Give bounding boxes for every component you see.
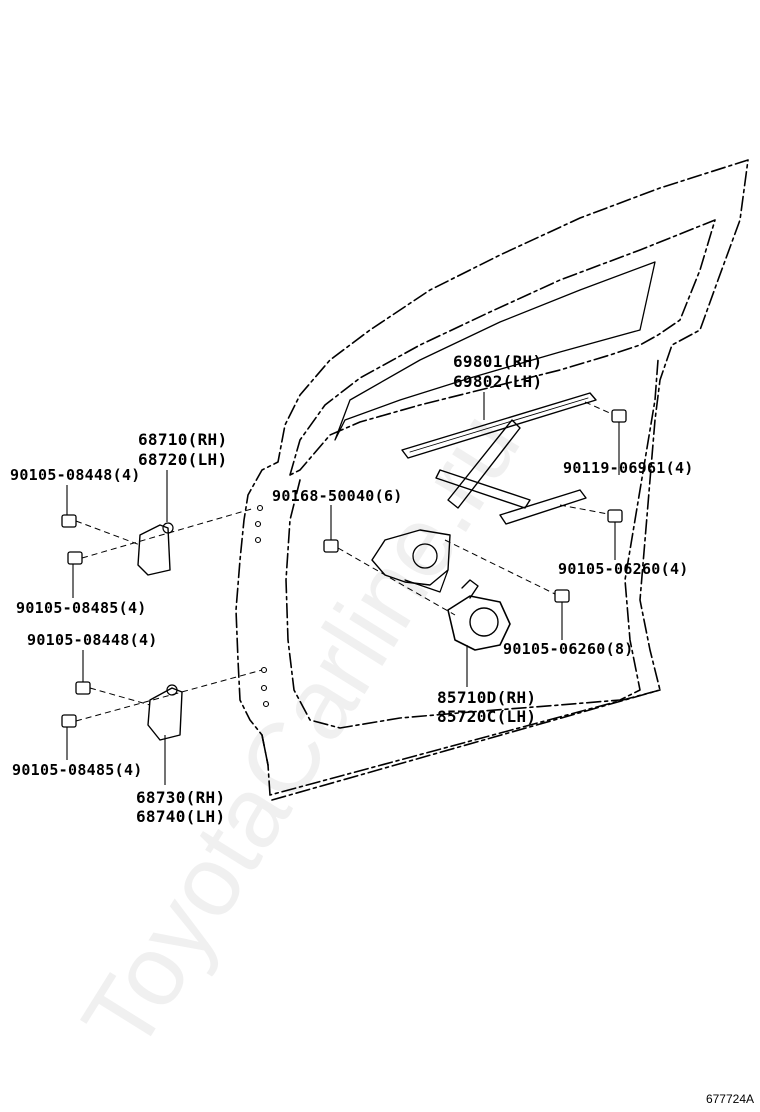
door-lower-edge bbox=[261, 689, 661, 801]
lower-hinge-pin bbox=[166, 684, 178, 696]
part-label-lower-90105-08485: 90105-08485(4) bbox=[12, 761, 143, 779]
regulator-pivot bbox=[412, 543, 438, 569]
bolt-90105-06260-4 bbox=[607, 509, 623, 523]
figure-number: 677724A bbox=[705, 1092, 754, 1106]
window-sash-line bbox=[334, 261, 656, 441]
bolt-90105-06260-8 bbox=[554, 589, 570, 603]
upper-hinge bbox=[137, 524, 171, 576]
part-label-90105-06260-4: 90105-06260(4) bbox=[558, 560, 689, 578]
part-label-69801: 69801(RH) bbox=[453, 352, 543, 371]
door-inner-panel bbox=[285, 359, 659, 729]
regulator-arm-1 bbox=[447, 419, 521, 509]
part-label-upper-90105-08448: 90105-08448(4) bbox=[10, 466, 141, 484]
door-outer-outline bbox=[235, 159, 749, 796]
bolt-upper-08485 bbox=[67, 551, 83, 565]
part-label-90168-50040: 90168-50040(6) bbox=[272, 487, 403, 505]
part-label-68730: 68730(RH) bbox=[136, 788, 226, 807]
bolt-90119 bbox=[611, 409, 627, 423]
part-label-68740: 68740(LH) bbox=[136, 807, 226, 826]
regulator-lower-rail bbox=[499, 489, 587, 525]
part-label-85720c: 85720C(LH) bbox=[437, 707, 537, 726]
bolt-90168 bbox=[323, 539, 339, 553]
regulator-rail bbox=[401, 392, 597, 459]
part-label-upper-90105-08485: 90105-08485(4) bbox=[16, 599, 147, 617]
regulator-arm-2 bbox=[435, 469, 531, 509]
regulator-sector bbox=[404, 569, 449, 593]
part-label-69802: 69802(LH) bbox=[453, 372, 543, 391]
motor-gear bbox=[469, 607, 499, 637]
lower-hinge bbox=[147, 687, 183, 741]
window-inner-outline bbox=[289, 219, 716, 476]
part-label-68720: 68720(LH) bbox=[138, 450, 228, 469]
bolt-lower-08448 bbox=[75, 681, 91, 695]
motor-shaft bbox=[461, 579, 479, 599]
part-label-68710: 68710(RH) bbox=[138, 430, 228, 449]
part-label-lower-90105-08448: 90105-08448(4) bbox=[27, 631, 158, 649]
bolt-upper-08448 bbox=[61, 514, 77, 528]
upper-hinge-pin bbox=[162, 522, 174, 534]
part-label-85710d: 85710D(RH) bbox=[437, 688, 537, 707]
bolt-lower-08485 bbox=[61, 714, 77, 728]
motor-body bbox=[447, 595, 511, 651]
regulator-base bbox=[371, 529, 451, 586]
regulator-rail-inner bbox=[409, 397, 589, 453]
part-label-90105-06260-8: 90105-06260(8) bbox=[503, 640, 634, 658]
part-label-90119-06961: 90119-06961(4) bbox=[563, 459, 694, 477]
